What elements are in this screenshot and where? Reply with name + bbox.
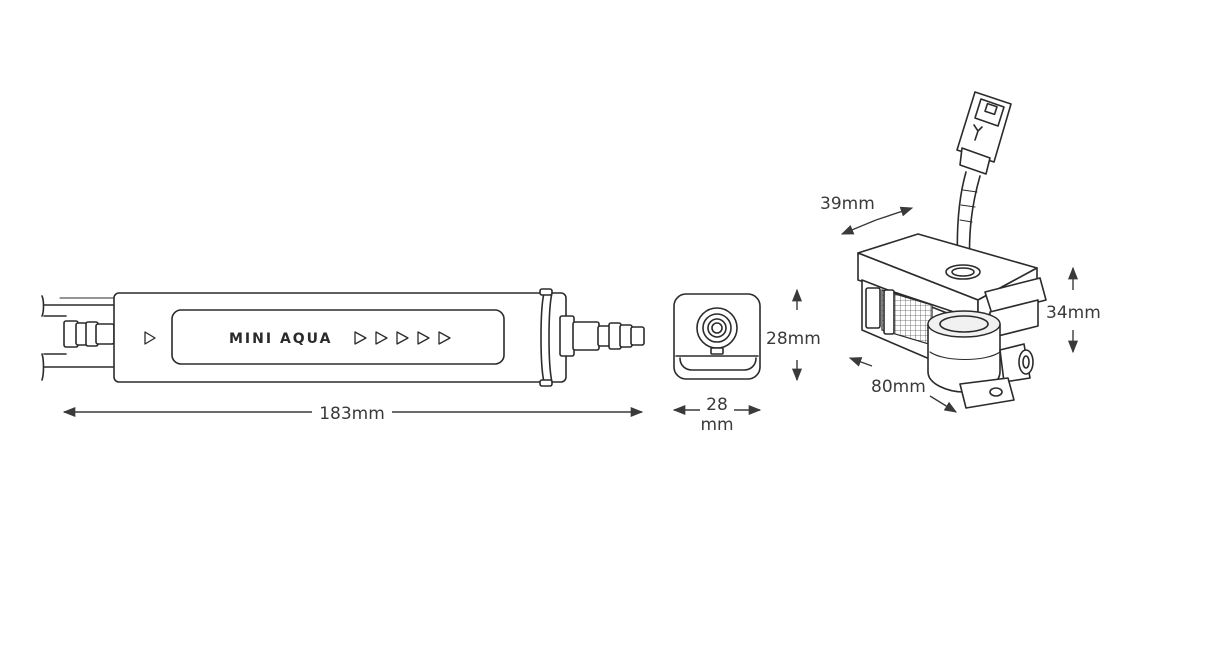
tank-unit [857,91,1047,409]
pump-end-view [673,293,761,380]
tank-width-label: 80mm [871,377,926,397]
tank-height-label: 34mm [1046,303,1101,323]
flow-arrows [144,331,451,345]
end-height-label: 28mm [766,329,821,349]
tank-height-dimension: 34mm [1046,266,1101,354]
inlet-barb [63,320,115,348]
end-width-label-line2: mm [700,415,733,435]
pump-side-view: MINI AQUA [41,288,645,387]
product-label: MINI AQUA [229,331,332,347]
tank-depth-dimension: 39mm [820,194,914,235]
end-height-dimension: 28mm [766,288,821,382]
length-dimension: 183mm [62,404,644,424]
tank-depth-label: 39mm [820,194,875,214]
inlet-hoses [41,295,115,381]
outlet-barb [559,315,645,357]
end-width-dimension: 28 mm [672,395,762,435]
label-panel [171,309,505,365]
tank-width-dimension: 80mm [848,357,958,413]
end-width-label-line1: 28 [706,395,728,415]
length-label: 183mm [319,404,385,424]
connector-plug [956,91,1012,175]
